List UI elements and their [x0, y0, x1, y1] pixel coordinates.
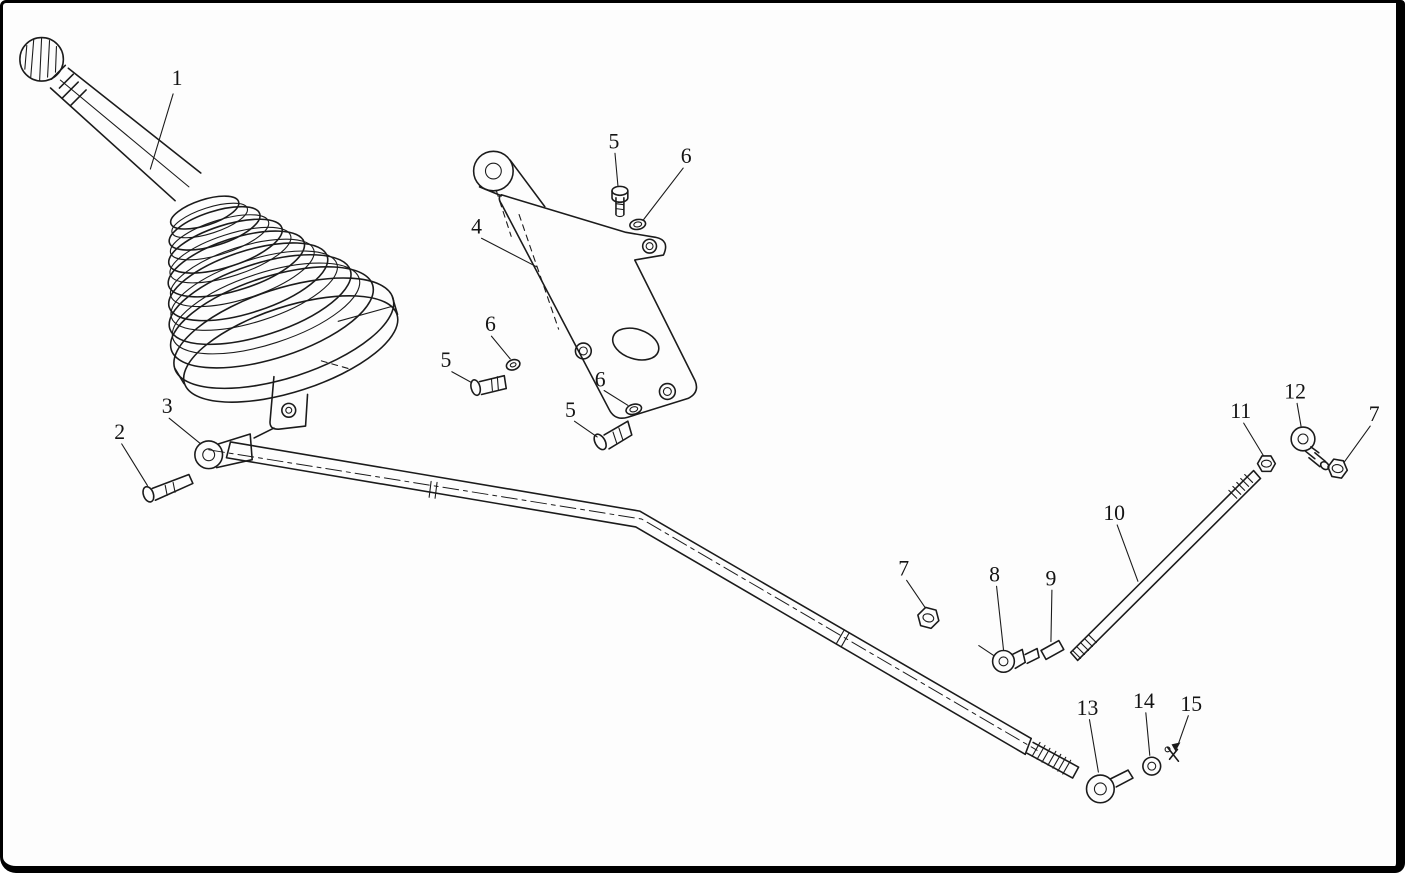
callout-4: 4 [471, 214, 482, 238]
exploded-parts-diagram: 1 2 3 4 5 6 6 5 6 5 7 8 9 10 11 12 7 13 … [19, 36, 1380, 804]
shift-lever-boot [167, 195, 399, 403]
mounting-bracket [472, 150, 698, 419]
pivot-bolt [142, 473, 194, 503]
arrowhead-15 [1171, 742, 1181, 752]
callout-2: 2 [114, 420, 125, 444]
callout-labels: 1 2 3 4 5 6 6 5 6 5 7 8 9 10 11 12 7 13 … [114, 66, 1379, 720]
callout-3: 3 [162, 394, 173, 418]
bolt-left [470, 374, 508, 397]
rod-pivot-eye [194, 433, 253, 470]
callout-13: 13 [1077, 696, 1099, 720]
washer-14 [1142, 756, 1162, 776]
callout-14: 14 [1133, 689, 1155, 713]
hex-nut-right [1327, 458, 1349, 479]
washer-top [629, 218, 647, 231]
callout-5b: 5 [441, 348, 452, 372]
callout-10: 10 [1103, 501, 1125, 525]
cotter-pin-15 [1164, 746, 1180, 763]
callout-5a: 5 [609, 129, 620, 153]
nut-lower [625, 403, 643, 416]
ball-joint-8 [978, 645, 1040, 674]
shift-lever-shaft [49, 67, 202, 202]
callout-6b: 6 [485, 312, 496, 336]
leader-lines [121, 93, 1371, 773]
callout-8: 8 [989, 562, 1000, 586]
shift-knob [19, 36, 75, 89]
hex-nut-left [917, 606, 940, 630]
shift-linkage-rod [208, 441, 1038, 756]
callout-15: 15 [1180, 692, 1202, 716]
coupler-9 [1040, 639, 1065, 661]
tie-rod [1069, 469, 1262, 662]
callout-11: 11 [1230, 399, 1251, 423]
boot-lower-bracket [253, 375, 309, 439]
callout-5c: 5 [565, 398, 576, 422]
bolt-top [611, 185, 629, 218]
callout-6c: 6 [595, 368, 606, 392]
rod-threaded-end [1024, 737, 1080, 779]
callout-6a: 6 [681, 144, 692, 168]
washer-left [505, 358, 521, 371]
callout-1: 1 [172, 66, 183, 90]
callout-7b: 7 [1369, 402, 1380, 426]
callout-7a: 7 [898, 556, 909, 580]
hex-nut-11 [1256, 455, 1277, 473]
callout-9: 9 [1045, 566, 1056, 590]
bolt-lower [593, 420, 633, 451]
callout-12: 12 [1284, 379, 1306, 403]
ball-joint-13 [1085, 769, 1134, 804]
ball-joint-12 [1290, 426, 1330, 471]
